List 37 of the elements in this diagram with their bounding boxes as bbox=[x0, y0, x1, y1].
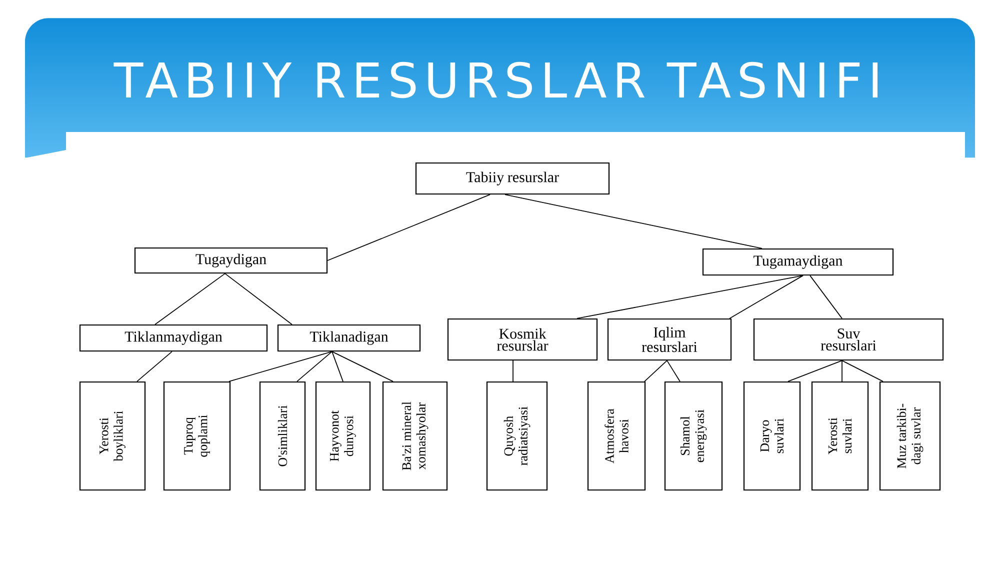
connector-line bbox=[332, 351, 344, 382]
category-box: Tugaydigan bbox=[134, 247, 328, 274]
category-box: Iqlim resurslari bbox=[607, 318, 732, 361]
leaf-box: Tuproq qoplami bbox=[163, 381, 231, 491]
category-box: Kosmik resurslar bbox=[447, 318, 598, 361]
connector-line bbox=[136, 351, 172, 382]
connector-line bbox=[842, 360, 884, 382]
connector-line bbox=[154, 273, 226, 325]
connector-line bbox=[810, 275, 842, 319]
connector-line bbox=[504, 194, 762, 249]
connector-line bbox=[296, 351, 332, 382]
connector-line bbox=[576, 275, 804, 319]
connector-line bbox=[666, 360, 680, 382]
connector-line bbox=[224, 273, 292, 325]
connector-line bbox=[228, 351, 332, 382]
connector-line bbox=[332, 351, 394, 382]
category-box: Tiklanadigan bbox=[277, 324, 421, 352]
connector-line bbox=[327, 194, 490, 261]
leaf-box: Yerosti boyliklari bbox=[79, 381, 146, 491]
category-box: Tugamaydigan bbox=[702, 248, 894, 276]
category-box: Suv resurslari bbox=[753, 318, 944, 361]
leaf-box: Atmosfera havosi bbox=[587, 381, 646, 491]
leaf-box: Muz tarkibi- dagi suvlar bbox=[879, 381, 941, 491]
leaf-box: Daryo suvlari bbox=[743, 381, 801, 491]
leaf-box: Quyosh radiatsiyasi bbox=[486, 381, 548, 491]
connector-line bbox=[729, 275, 804, 319]
category-box: Tiklanmaydigan bbox=[79, 324, 268, 352]
connector-line bbox=[644, 360, 668, 382]
connector-line bbox=[788, 360, 842, 382]
connector-line bbox=[512, 360, 514, 382]
category-box: Tabiiy resurslar bbox=[415, 162, 610, 195]
leaf-box: Shamol energiyasi bbox=[664, 381, 723, 491]
leaf-box: Hayvonot dunyosi bbox=[315, 381, 371, 491]
leaf-box: Ba'zi mineral xomashyolar bbox=[382, 381, 448, 491]
title: TABIIY RESURSLAR TASNIFI bbox=[114, 62, 878, 98]
leaf-box: Yerosti suvlari bbox=[811, 381, 869, 491]
leaf-box: O'simliklari bbox=[259, 381, 306, 491]
